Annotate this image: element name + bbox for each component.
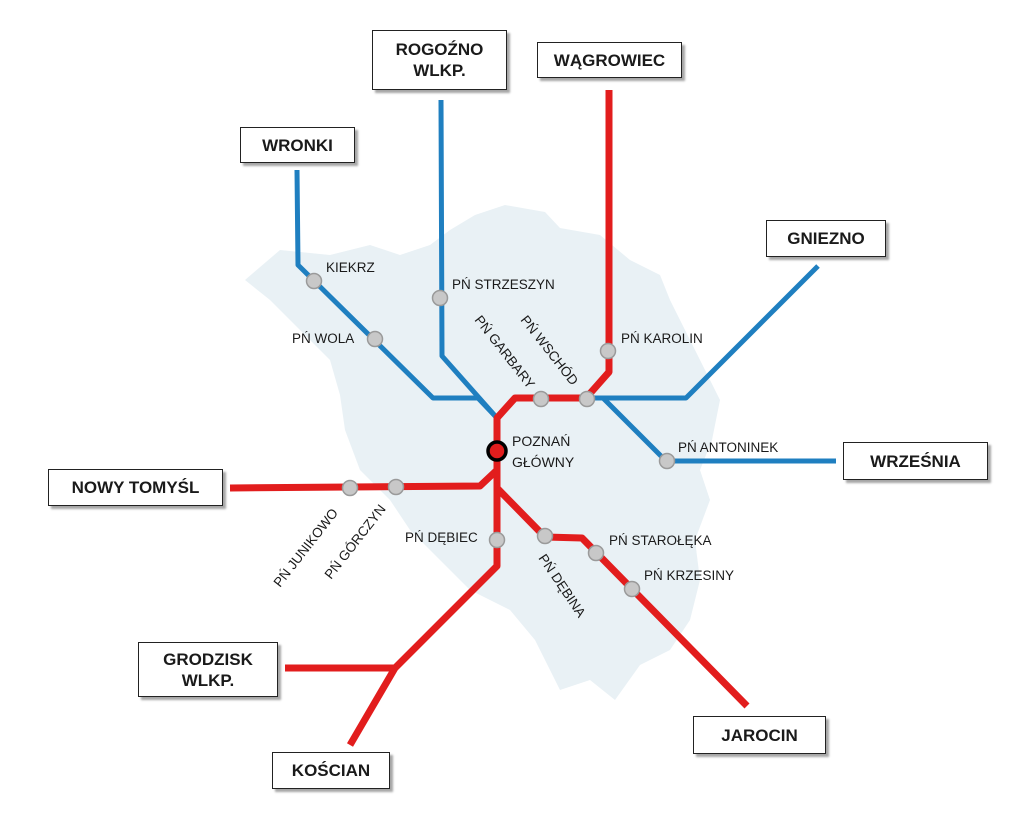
blue-lines — [294, 99, 836, 464]
destination-rogozno: ROGOŹNO WLKP. — [372, 30, 507, 90]
station-kiekrz — [305, 272, 323, 290]
station-pn-strzeszyn — [431, 289, 449, 307]
station-pn-gorczyn — [387, 478, 405, 496]
destination-wrzesnia: WRZEŚNIA — [843, 442, 988, 480]
station-pn-debina — [536, 527, 554, 545]
label-pn-krzesiny: PŃ KRZESINY — [644, 568, 734, 583]
destination-grodzisk: GRODZISK WLKP. — [138, 642, 278, 697]
label-pn-debiec: PŃ DĘBIEC — [405, 530, 478, 545]
line-jarocin — [494, 485, 750, 709]
line-rogozno — [438, 99, 499, 420]
station-poznan-glowny — [486, 440, 508, 462]
stations — [305, 272, 676, 598]
line-main-south — [346, 450, 501, 747]
label-pn-wola: PŃ WOLA — [292, 331, 354, 346]
label-pn-karolin: PŃ KAROLIN — [621, 331, 703, 346]
label-poznan-line1: POZNAŃ — [512, 433, 570, 449]
label-poznan-line2: GŁÓWNY — [512, 454, 575, 470]
line-gniezno — [587, 264, 820, 401]
label-pn-strzeszyn: PŃ STRZESZYN — [452, 277, 555, 292]
station-pn-karolin — [599, 342, 617, 360]
destination-wronki: WRONKI — [240, 127, 355, 163]
destination-koscian: KOŚCIAN — [272, 752, 390, 789]
destination-wagrowiec: WĄGROWIEC — [537, 42, 682, 78]
station-pn-antoninek — [658, 452, 676, 470]
label-kiekrz: KIEKRZ — [326, 260, 375, 275]
red-lines — [229, 90, 750, 747]
station-pn-krzesiny — [623, 580, 641, 598]
label-pn-antoninek: PŃ ANTONINEK — [678, 440, 778, 455]
destination-gniezno: GNIEZNO — [766, 220, 886, 257]
station-pn-starolka — [587, 544, 605, 562]
destination-jarocin: JAROCIN — [693, 716, 826, 754]
label-pn-starolka: PŃ STAROŁĘKA — [609, 533, 712, 548]
line-wagrowiec — [493, 90, 613, 450]
line-nowy-tomysl — [229, 467, 500, 492]
station-pn-debiec — [488, 531, 506, 549]
station-pn-junikowo — [341, 479, 359, 497]
station-pn-garbary — [532, 390, 550, 408]
station-pn-wola — [366, 330, 384, 348]
station-pn-wschod — [578, 390, 596, 408]
destination-nowy-tomysl: NOWY TOMYŚL — [48, 469, 223, 506]
